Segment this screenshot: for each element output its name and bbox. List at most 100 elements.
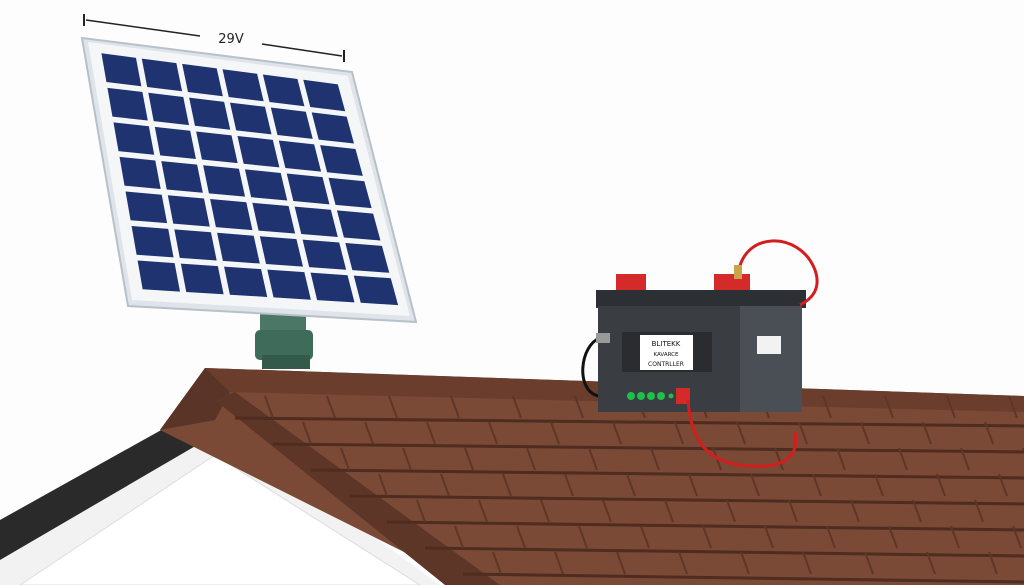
tile-seam xyxy=(492,551,502,575)
battery-lid xyxy=(596,290,806,308)
tile-seam xyxy=(450,395,460,419)
tile-seam xyxy=(764,525,774,549)
tile-seam xyxy=(888,525,898,549)
solar-cell xyxy=(154,126,196,159)
tile-row xyxy=(272,442,1024,454)
battery-side xyxy=(740,306,802,412)
tile-seam xyxy=(626,473,636,497)
tile-seam xyxy=(388,395,398,419)
solar-cell xyxy=(345,242,390,273)
solar-cell xyxy=(336,210,381,241)
tile-seam xyxy=(926,551,936,575)
solar-cell xyxy=(182,63,223,97)
solar-panel xyxy=(80,36,418,324)
solar-cell xyxy=(252,202,296,234)
tile-seam xyxy=(550,421,560,445)
tile-seam xyxy=(540,499,550,523)
solar-cell xyxy=(328,177,372,209)
tile-seam xyxy=(826,525,836,549)
tile-seam xyxy=(936,473,946,497)
terminal-positive xyxy=(714,274,750,290)
tile-seam xyxy=(864,551,874,575)
solar-cell xyxy=(210,199,253,231)
tile-seam xyxy=(588,447,598,471)
tile-seam xyxy=(946,395,956,419)
tile-seam xyxy=(726,499,736,523)
solar-cell xyxy=(189,97,231,130)
tile-seam xyxy=(526,447,536,471)
solar-cell xyxy=(222,69,264,102)
solar-cell xyxy=(353,275,399,306)
tile-seam xyxy=(478,499,488,523)
tile-seam xyxy=(912,499,922,523)
solar-cell xyxy=(259,236,303,267)
dimension-label: 29V xyxy=(218,32,244,47)
tile-seam xyxy=(678,551,688,575)
solar-cell xyxy=(229,102,272,135)
tile-seam xyxy=(812,473,822,497)
indicator-led xyxy=(657,392,665,400)
panel-mount xyxy=(255,312,313,369)
solar-cell xyxy=(203,165,246,197)
tile-seam xyxy=(578,525,588,549)
solar-cell xyxy=(310,272,355,303)
solar-cell xyxy=(113,122,155,155)
tile-seam xyxy=(502,473,512,497)
tile-seam xyxy=(798,421,808,445)
tile-seam xyxy=(774,447,784,471)
solar-cell xyxy=(148,92,190,126)
tile-seam xyxy=(564,473,574,497)
solar-cell xyxy=(270,107,313,139)
solar-cell xyxy=(311,112,355,144)
solar-cell xyxy=(286,173,330,205)
tile-seam xyxy=(688,473,698,497)
tile-seam xyxy=(464,447,474,471)
tile-seam xyxy=(364,421,374,445)
indicator-led xyxy=(637,392,645,400)
side-sticker xyxy=(757,336,781,354)
tile-seam xyxy=(740,551,750,575)
red-cable-top xyxy=(736,239,819,307)
red-connector xyxy=(676,388,690,404)
solar-cell xyxy=(107,87,148,121)
tile-seam xyxy=(822,395,832,419)
solar-cell xyxy=(302,239,347,270)
tile-seam xyxy=(974,499,984,523)
indicator-led xyxy=(668,393,674,399)
tile-seam xyxy=(516,525,526,549)
tile-seam xyxy=(750,473,760,497)
indicator-led xyxy=(627,392,635,400)
tile-seam xyxy=(860,421,870,445)
tile-seam xyxy=(1012,525,1022,549)
tile-seam xyxy=(836,447,846,471)
tile-seam xyxy=(640,525,650,549)
tile-seam xyxy=(264,395,274,419)
tile-seam xyxy=(850,499,860,523)
tile-seam xyxy=(326,395,336,419)
solar-cell xyxy=(303,79,346,112)
tile-seam xyxy=(454,525,464,549)
label-line-1: BLITEKK xyxy=(652,340,681,348)
tile-row xyxy=(424,546,1024,558)
solar-cell xyxy=(119,156,161,189)
solar-cell xyxy=(141,58,183,92)
tile-seam xyxy=(554,551,564,575)
tile-seam xyxy=(426,421,436,445)
solar-cell xyxy=(320,145,363,176)
tile-seam xyxy=(960,447,970,471)
black-cable xyxy=(581,336,601,398)
solar-cell xyxy=(196,131,238,164)
tile-seam xyxy=(922,421,932,445)
tile-seam xyxy=(898,447,908,471)
tile-seam xyxy=(874,473,884,497)
tile-seam xyxy=(1008,395,1018,419)
solar-cell xyxy=(125,191,168,224)
indicator-leds xyxy=(627,392,674,400)
tile-seam xyxy=(402,447,412,471)
solar-cell xyxy=(244,169,288,201)
solar-cell xyxy=(180,263,224,295)
tile-row xyxy=(310,468,1024,480)
solar-cell xyxy=(137,260,180,292)
tile-seam xyxy=(984,421,994,445)
solar-cell xyxy=(237,135,280,168)
